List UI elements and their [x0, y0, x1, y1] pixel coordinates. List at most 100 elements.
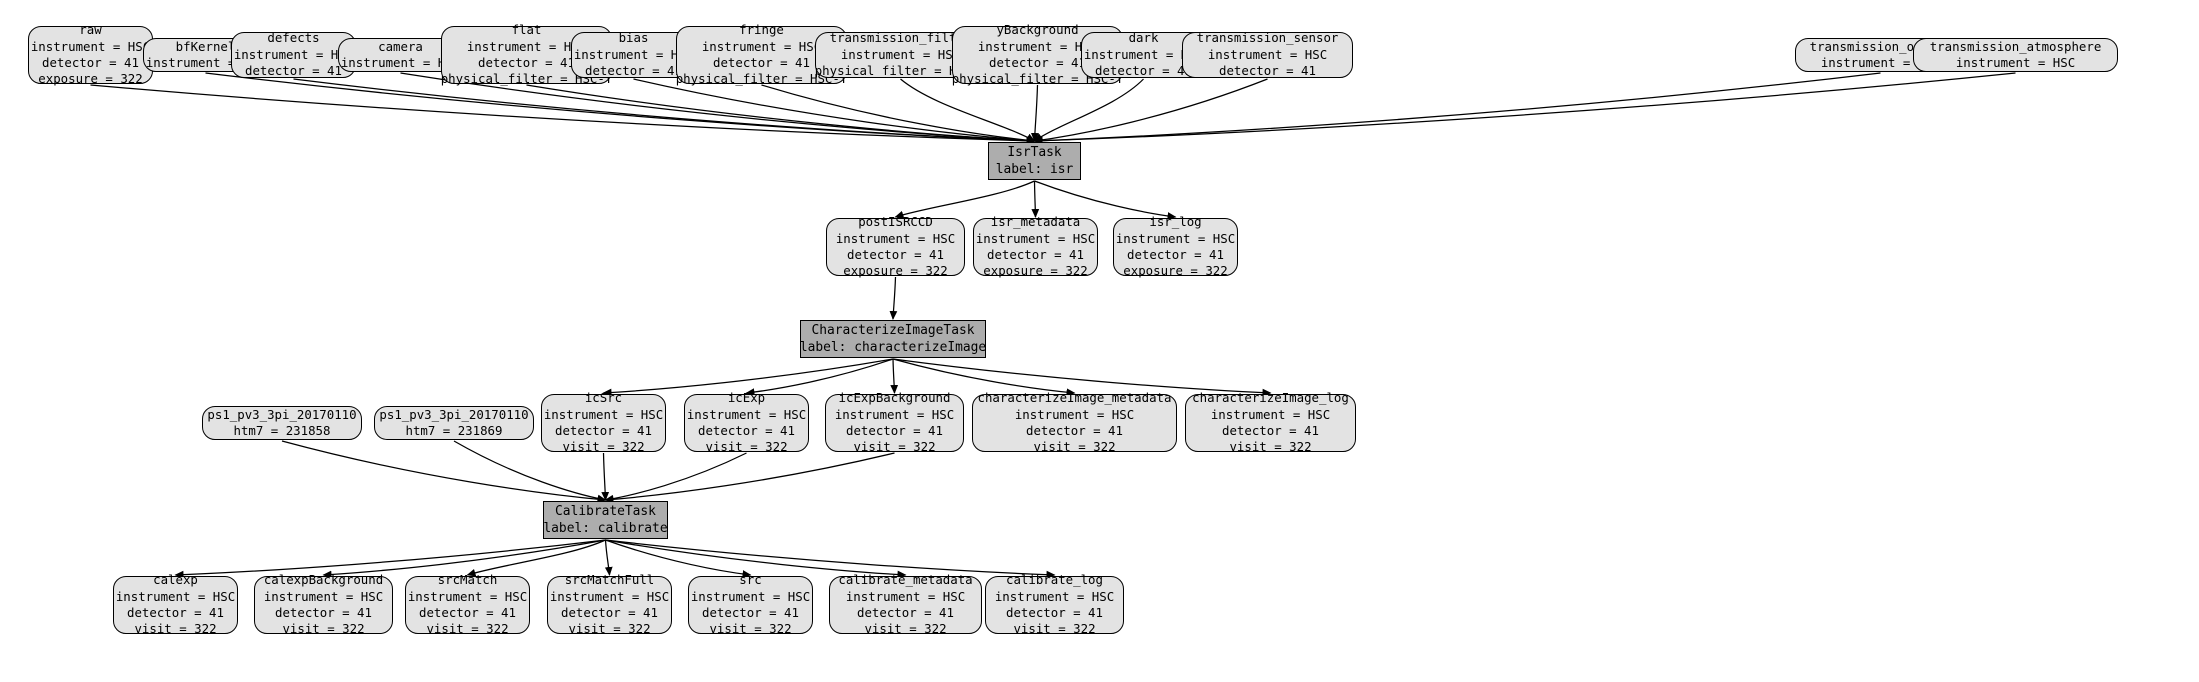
node-title: IsrTask — [1007, 144, 1062, 160]
node-detail-line: label: characterizeImage — [799, 340, 987, 355]
edge-CalibrateTask-to-calexpBackground — [322, 539, 606, 579]
node-detail-line: htm7 = 231858 — [233, 423, 331, 438]
node-detail-line: instrument = HSC — [115, 588, 236, 604]
node-detail-line: visit = 322 — [1033, 439, 1116, 455]
node-title: isr_log — [1149, 214, 1202, 230]
node-detail-line: physical_filter = HSC-Y — [440, 71, 613, 87]
edge-bias-to-IsrTask — [633, 78, 1036, 145]
edge-CalibrateTask-to-src — [605, 539, 752, 578]
node-title: bias — [618, 30, 649, 46]
edge-CharacterizeImageTask-to-icExp — [745, 358, 894, 396]
edge-yBackground-to-IsrTask — [1030, 84, 1039, 142]
node-detail-line: instrument = HSC — [686, 406, 807, 422]
node-detail-line: visit = 322 — [1229, 439, 1312, 455]
node-detail-line: detector = 41 — [478, 55, 575, 70]
node-detail-line: detector = 41 — [702, 605, 799, 620]
node-title: transmission_filter — [829, 30, 972, 46]
node-title: calexpBackground — [263, 572, 384, 588]
node-detail-line: detector = 41 — [847, 247, 944, 262]
edge-defects-to-IsrTask — [293, 78, 1036, 145]
node-title: srcMatchFull — [564, 572, 655, 588]
edge-CalibrateTask-to-srcMatchFull — [604, 539, 613, 576]
edge-transmission_optics-to-IsrTask — [1033, 72, 1881, 145]
node-title: transmission_atmosphere — [1929, 38, 2102, 54]
node-detail-line: visit = 322 — [709, 621, 792, 637]
edge-CharacterizeImageTask-to-characterizeImage_log — [892, 358, 1272, 397]
edge-transmission_atmosphere-to-IsrTask — [1033, 72, 2016, 145]
node-detail-line: instrument = HSC — [543, 406, 664, 422]
node-detail-line: detector = 41 — [42, 55, 139, 70]
node-detail-line: detector = 41 — [1006, 605, 1103, 620]
edge-raw-to-IsrTask — [90, 84, 1036, 145]
node-detail-line: detector = 41 — [989, 55, 1086, 70]
node-detail-line: instrument = HSC — [690, 588, 811, 604]
edge-postISRCCD-to-CharacterizeImageTask — [889, 276, 898, 320]
node-detail-line: detector = 41 — [1095, 63, 1192, 79]
node-detail-line: instrument = HSC — [975, 230, 1096, 246]
node-detail-line: instrument = HSC — [1207, 46, 1328, 62]
node-detail-line: detector = 41 — [127, 605, 224, 620]
edge-flat-to-IsrTask — [526, 84, 1036, 145]
node-title: icExpBackground — [838, 390, 951, 406]
node-detail-line: visit = 322 — [562, 439, 645, 455]
edge-fringe-to-IsrTask — [761, 84, 1036, 145]
node-detail-line: label: isr — [995, 162, 1074, 177]
node-detail-line: detector = 41 — [987, 247, 1084, 262]
node-detail-line: exposure = 322 — [1123, 263, 1228, 279]
node-title: ps1_pv3_3pi_20170110 — [207, 406, 357, 422]
node-detail-line: detector = 41 — [1026, 423, 1123, 438]
node-detail-line: instrument = HSC — [835, 230, 956, 246]
node-title: icSrc — [584, 390, 623, 406]
task-node-IsrTask[interactable]: IsrTask label: isr — [988, 142, 1081, 180]
node-detail-line: exposure = 322 — [983, 263, 1088, 279]
node-title: raw — [79, 22, 102, 38]
node-title: calibrate_log — [1006, 572, 1103, 588]
node-title: camera — [378, 38, 423, 54]
node-detail-line: detector = 41 — [1219, 63, 1316, 79]
node-title: transmission_sensor — [1196, 30, 1339, 46]
node-detail-line: instrument = HSC — [1210, 406, 1331, 422]
node-detail-line: instrument = HSC — [549, 588, 670, 604]
node-detail-line: instrument = HSC — [1014, 406, 1135, 422]
node-detail-line: exposure = 322 — [38, 71, 143, 87]
node-detail-line: instrument = HSC — [1955, 55, 2076, 70]
node-detail-line: detector = 41 — [1127, 247, 1224, 262]
edge-CharacterizeImageTask-to-characterizeImage_metadata — [892, 358, 1076, 397]
node-detail-line: instrument = HSC — [834, 406, 955, 422]
node-detail-line: exposure = 322 — [843, 263, 948, 279]
node-detail-line: instrument = HSC — [977, 38, 1098, 54]
edge-transmission_sensor-to-IsrTask — [1033, 78, 1268, 144]
node-detail-line: instrument = HSC — [840, 46, 961, 62]
node-title: postISRCCD — [858, 214, 933, 230]
node-detail-line: instrument = HSC — [994, 588, 1115, 604]
node-detail-line: detector = 41 — [245, 63, 342, 79]
node-title: flat — [511, 22, 542, 38]
node-title: srcMatch — [437, 572, 498, 588]
node-title: defects — [267, 30, 320, 46]
node-detail-line: visit = 322 — [426, 621, 509, 637]
